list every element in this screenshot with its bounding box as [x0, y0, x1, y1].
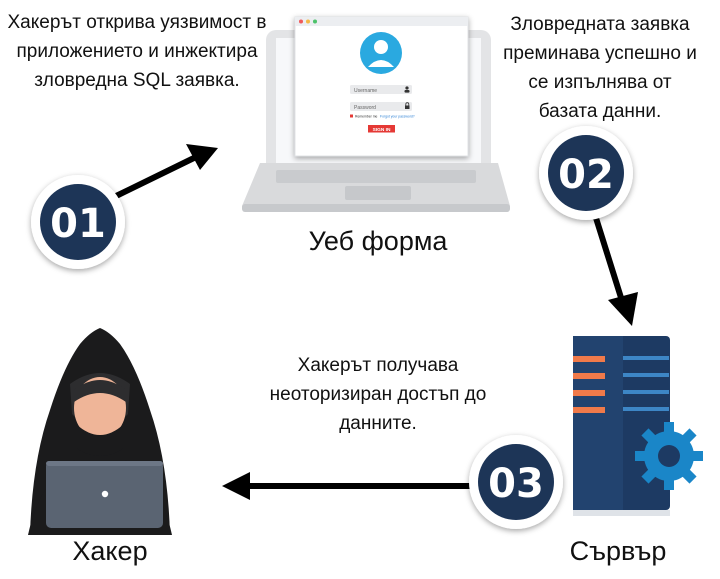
person-field-icon: [404, 86, 410, 93]
step-3-text: Хакерът получава неоторизиран достъп до …: [269, 355, 487, 434]
arrow-3: [222, 472, 473, 500]
step-badge-3: 03: [469, 435, 563, 529]
user-icon: [360, 32, 402, 74]
web-form-label: Уеб форма: [308, 226, 448, 256]
arrow-2: [593, 215, 638, 326]
svg-text:01: 01: [50, 201, 106, 247]
laptop-illustration: Username Password Remember me Forgot you…: [242, 16, 510, 212]
svg-text:03: 03: [488, 461, 544, 507]
step-badge-1: 01: [31, 175, 125, 269]
password-field[interactable]: Password: [354, 105, 376, 111]
step-2-text: Зловредната заявка преминава успешно и с…: [503, 14, 697, 122]
username-field[interactable]: Username: [354, 88, 377, 94]
forgot-password-link[interactable]: Forgot your password?: [380, 115, 415, 119]
sign-in-button[interactable]: SIGN IN: [373, 127, 391, 133]
server-illustration: [573, 336, 703, 516]
hacker-label: Хакер: [72, 536, 148, 566]
step-1-text: Хакерът открива уязвимост в приложението…: [7, 12, 267, 91]
hacker-illustration: [28, 328, 172, 535]
gear-icon: [635, 422, 703, 490]
step-badge-2: 02: [539, 126, 633, 220]
svg-text:02: 02: [558, 152, 614, 198]
server-label: Сървър: [569, 536, 667, 566]
remember-me-checkbox[interactable]: Remember me: [355, 115, 378, 119]
lock-field-icon: [405, 102, 410, 109]
arrow-1: [109, 144, 218, 201]
